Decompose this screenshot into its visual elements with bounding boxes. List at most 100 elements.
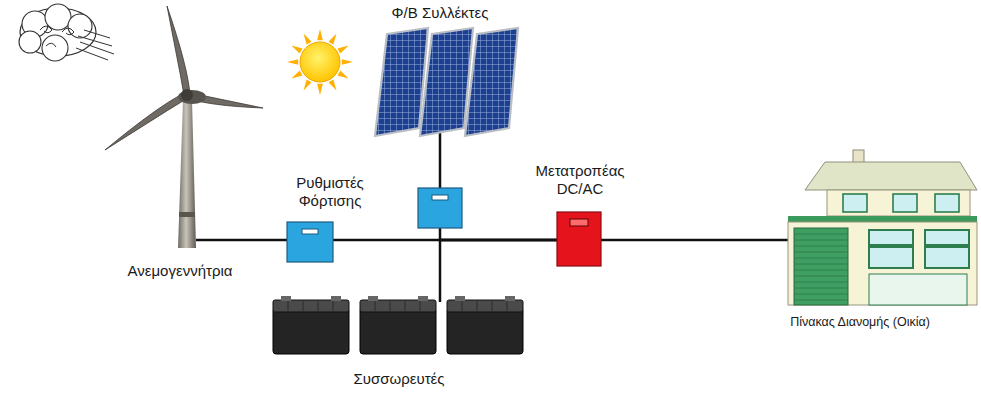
garage-slat [794,258,848,259]
garage-slat [794,234,848,235]
wind-cloud-part [46,43,56,47]
charge-controller-box-part [432,195,448,200]
garage-door [794,228,848,305]
garage-slat [794,270,848,271]
sun-ray [317,29,323,40]
charge-controller-box-part [418,188,462,228]
house-panel: Πίνακας Διανομής (Οικία) [785,150,979,355]
porch [869,274,967,305]
battery-top [447,300,523,312]
garage-slat [794,252,848,253]
battery-body [447,308,523,354]
window [869,230,913,268]
window [893,194,917,212]
ground-wall [788,222,977,305]
garage-slat [794,240,848,241]
battery-ridge [462,301,463,311]
battery-ridge [303,301,304,311]
turbine-hub [181,89,193,101]
sun-ray [328,79,336,90]
upper-wall [827,190,970,216]
sun-part [300,42,340,82]
garage-slat [794,276,848,277]
tower-collar [179,212,195,217]
window [935,194,959,212]
battery-top [360,300,436,312]
garage-slat [794,294,848,295]
pv-panel [465,28,518,136]
sun-ray [342,59,353,65]
pv-collectors: Φ/Β Συλλέκτες [360,4,520,146]
window [925,230,969,268]
battery-ridge [477,301,478,311]
pv-panel [420,28,473,136]
battery-ridge [405,301,406,311]
sun-ray [291,70,302,78]
wind-turbine-picture [95,0,275,290]
turbine-blade [167,6,190,96]
node-label: Φ/Β Συλλέκτες [360,4,520,22]
turbine-blade [105,93,189,150]
wind-cloud-part [19,31,41,53]
battery-ridge [333,301,334,311]
battery-ridge [492,301,493,311]
wind-cloud-part [40,26,52,33]
pv-panel [375,28,428,136]
battery-terminal [331,296,341,301]
window-bar [925,244,969,248]
battery-ridge [507,301,508,311]
charge-controller-box [418,188,462,228]
garage-slat [794,282,848,283]
battery-ridge [288,301,289,311]
sun-ray [328,33,336,44]
green-band [788,216,977,222]
window [843,194,867,212]
inverter-display [570,219,588,226]
battery-terminal [455,296,465,301]
garage-slat [794,300,848,301]
battery-ridge [390,301,391,311]
window-bar [869,244,913,248]
sun-ray [337,70,348,78]
roof [805,162,977,190]
battery-top [273,300,349,312]
inverter-body [557,212,601,266]
battery-terminal [418,296,428,301]
wind-cloud-part [76,30,114,60]
battery-ridge [375,301,376,311]
sun-ray [304,33,312,44]
battery-ridge [318,301,319,311]
wind-cloud-part [45,4,71,30]
garage-slat [794,288,848,289]
node-label: Συσσωρευτές [268,370,530,388]
battery-ridge [420,301,421,311]
turbine-tower [178,100,196,248]
battery-terminal [281,296,291,301]
pv-collectors-picture [360,4,520,146]
wind-cloud [19,4,114,61]
node-label: Πίνακας Διανομής (Οικία) [785,315,935,330]
sun-ray [304,79,312,90]
garage-slat [794,264,848,265]
wind-cloud-part [62,28,74,35]
battery-terminal [368,296,378,301]
dc-ac-inverter: Μετατροπέας DC/AC [520,160,640,268]
battery-body [273,308,349,354]
node-label: Ανεμογεννήτρια [95,262,265,280]
sun-ray [291,46,302,54]
sun-ray [287,59,298,65]
turbine-nacelle [178,90,206,104]
node-label: Μετατροπέας DC/AC [520,162,640,197]
wind-cloud-part [42,35,68,61]
sun-part [287,29,353,95]
battery-bank: Συσσωρευτές [268,294,530,394]
sun [287,29,353,95]
sun-ray [337,46,348,54]
garage-slat [794,246,848,247]
power-wire [601,239,788,242]
power-wire [196,239,287,242]
charge-controller: Ρυθμιστές Φόρτισης [280,172,380,264]
power-wire [440,240,557,302]
battery-body [360,308,436,354]
